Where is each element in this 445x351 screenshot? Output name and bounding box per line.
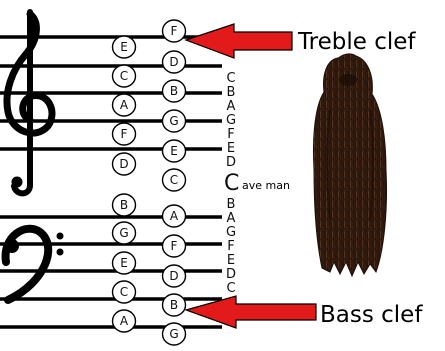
note-letter: E: [120, 256, 128, 270]
mnemonic-letter: E: [227, 253, 235, 268]
caveman-figure: [313, 53, 388, 278]
bass-clef-icon: [1, 224, 64, 304]
mnemonic-letter: B: [227, 197, 236, 212]
bass-clef-label: Bass clef: [320, 302, 423, 328]
mnemonic-letter: D: [226, 155, 236, 170]
note-letter: C: [120, 285, 128, 299]
treble-space-notes: F D B G E C: [161, 19, 187, 192]
bass-line-notes: B G E C A: [111, 193, 137, 333]
note-circle: D: [111, 152, 137, 176]
note-circle: F: [161, 19, 187, 43]
treble-line-notes: E C A F D: [111, 35, 137, 176]
note-letter: E: [120, 40, 128, 54]
mnemonic-letter: B: [227, 85, 236, 100]
note-circle: A: [161, 204, 187, 228]
note-letter: G: [119, 226, 128, 240]
note-letter: E: [170, 144, 178, 158]
mnemonic-letter: G: [226, 113, 236, 128]
bass-arrow: [184, 295, 317, 329]
note-circle: C: [111, 280, 137, 304]
mnemonic-letter: E: [227, 141, 235, 156]
note-circle: B: [111, 193, 137, 217]
treble-mnemonic-column: C B A G F E D: [226, 71, 236, 170]
note-circle: G: [161, 109, 187, 133]
note-letter: F: [121, 127, 128, 141]
mnemonic-letter: C: [226, 281, 235, 296]
mnemonic-letter: G: [226, 225, 236, 240]
note-circle: B: [161, 79, 187, 103]
bass-space-notes: A F D B G: [161, 204, 187, 346]
cave-man-initial: C: [224, 171, 239, 196]
note-letter: F: [171, 24, 178, 38]
mnemonic-letter: F: [227, 239, 234, 254]
note-circle: E: [111, 251, 137, 275]
mnemonic-letter: A: [227, 211, 236, 226]
note-circle: D: [161, 264, 187, 288]
note-letter: A: [170, 209, 179, 223]
note-letter: D: [119, 157, 128, 171]
mnemonic-letter: A: [227, 99, 236, 114]
note-circle: G: [111, 221, 137, 245]
bass-mnemonic-column: B A G F E D C: [226, 197, 236, 296]
note-letter: B: [120, 198, 128, 212]
note-circle: C: [111, 64, 137, 88]
bass-clef-callout: Bass clef: [184, 295, 423, 329]
note-circle: A: [111, 309, 137, 333]
mnemonic-letter: F: [227, 127, 234, 142]
mnemonic-letter: C: [226, 71, 235, 86]
note-circle: F: [111, 122, 137, 146]
mnemonic-letter: D: [226, 267, 236, 282]
note-letter: B: [170, 298, 178, 312]
note-circle: G: [161, 322, 187, 346]
note-letter: A: [120, 314, 129, 328]
note-circle: B: [161, 293, 187, 317]
note-letter: C: [170, 173, 178, 187]
note-circle: E: [161, 139, 187, 163]
treble-arrow: [184, 23, 293, 59]
note-letter: G: [169, 114, 178, 128]
note-circle: D: [161, 50, 187, 74]
treble-clef-label: Treble clef: [297, 29, 416, 55]
note-letter: F: [171, 239, 178, 253]
note-letter: D: [169, 269, 178, 283]
note-circle: A: [111, 93, 137, 117]
note-circle: E: [111, 35, 137, 59]
cave-man-text: ave man: [242, 179, 290, 192]
note-circle: F: [161, 234, 187, 258]
treble-clef-icon: [3, 9, 56, 197]
note-letter: C: [120, 69, 128, 83]
note-letter: D: [169, 55, 178, 69]
note-letter: G: [169, 327, 178, 341]
note-letter: B: [170, 84, 178, 98]
note-letter: A: [120, 98, 129, 112]
cave-man-label: C ave man: [224, 171, 290, 196]
note-circle: C: [161, 168, 187, 192]
treble-clef-callout: Treble clef: [184, 23, 416, 59]
